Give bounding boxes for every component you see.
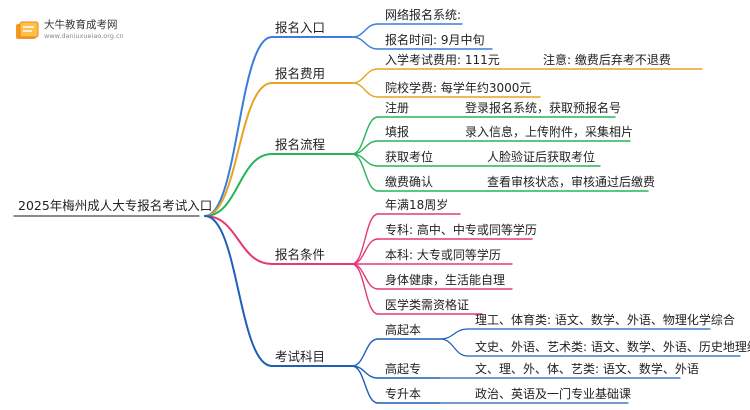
branch-flow-label: 报名流程	[275, 137, 326, 152]
item-connector	[351, 238, 379, 265]
item-connector	[351, 23, 379, 38]
branch-fee-label: 报名费用	[275, 66, 326, 81]
branch-connector	[204, 82, 273, 217]
sub-item-label: 理工、体育类: 语文、数学、外语、物理化学综合	[475, 313, 735, 327]
item-label: 院校学费: 每学年约3000元	[385, 81, 532, 95]
item-connector	[351, 263, 379, 315]
item-label: 填报	[385, 125, 410, 139]
sub-item-label: 文、理、外、体、艺类: 语文、数学、外语	[475, 362, 699, 376]
item-note: 录入信息，上传附件，采集相片	[465, 125, 634, 139]
item-connector	[351, 213, 379, 265]
item-label: 高起本	[385, 323, 422, 337]
item-label: 医学类需资格证	[385, 298, 470, 312]
brand-url: www.daniuxueiao.org.cn	[44, 32, 124, 40]
item-connector	[351, 116, 379, 155]
item-note: 注意: 缴费后弃考不退费	[543, 53, 671, 67]
item-connector	[351, 365, 379, 404]
item-note: 查看审核状态，审核通过后缴费	[487, 175, 656, 189]
sub-item-label: 政治、英语及一门专业基础课	[475, 387, 632, 401]
item-connector	[351, 338, 379, 367]
sub-item-label: 文史、外语、艺术类: 语文、数学、外语、历史地理综合	[475, 340, 750, 354]
root-topic: 2025年梅州成人大专报名考试入口	[18, 198, 213, 213]
item-note: 登录报名系统，获取预报名号	[465, 101, 622, 115]
item-label: 高起专	[385, 362, 422, 376]
item-label: 身体健康，生活能自理	[385, 273, 506, 287]
item-label: 专科: 高中、中专或同等学历	[385, 223, 537, 237]
brand-name: 大牛教育成考网	[44, 19, 118, 31]
item-label: 入学考试费用: 111元	[385, 53, 500, 67]
item-label: 网络报名系统:	[385, 8, 462, 22]
item-label: 年满18周岁	[385, 198, 449, 212]
branch-reg-label: 报名入口	[275, 20, 326, 35]
item-label: 获取考位	[385, 150, 434, 164]
item-label: 报名时间: 9月中旬	[385, 33, 485, 47]
item-connector	[351, 153, 379, 192]
item-label: 专升本	[385, 387, 422, 401]
item-note: 人脸验证后获取考位	[487, 150, 596, 164]
sub-connector	[439, 328, 469, 340]
item-connector	[351, 36, 379, 50]
branch-exam-label: 考试科目	[275, 349, 326, 364]
book-logo-icon	[16, 21, 39, 39]
branch-connector	[204, 153, 273, 217]
item-label: 缴费确认	[385, 175, 434, 189]
branch-cond-label: 报名条件	[275, 247, 326, 262]
item-label: 本科: 大专或同等学历	[385, 248, 501, 262]
item-connector	[351, 68, 379, 84]
item-label: 注册	[385, 101, 410, 115]
branch-connector	[204, 215, 273, 367]
item-connector	[351, 82, 379, 98]
item-connector	[351, 263, 379, 290]
branch-connector	[204, 36, 273, 217]
branch-connector	[204, 215, 273, 265]
sub-connector	[439, 338, 469, 357]
